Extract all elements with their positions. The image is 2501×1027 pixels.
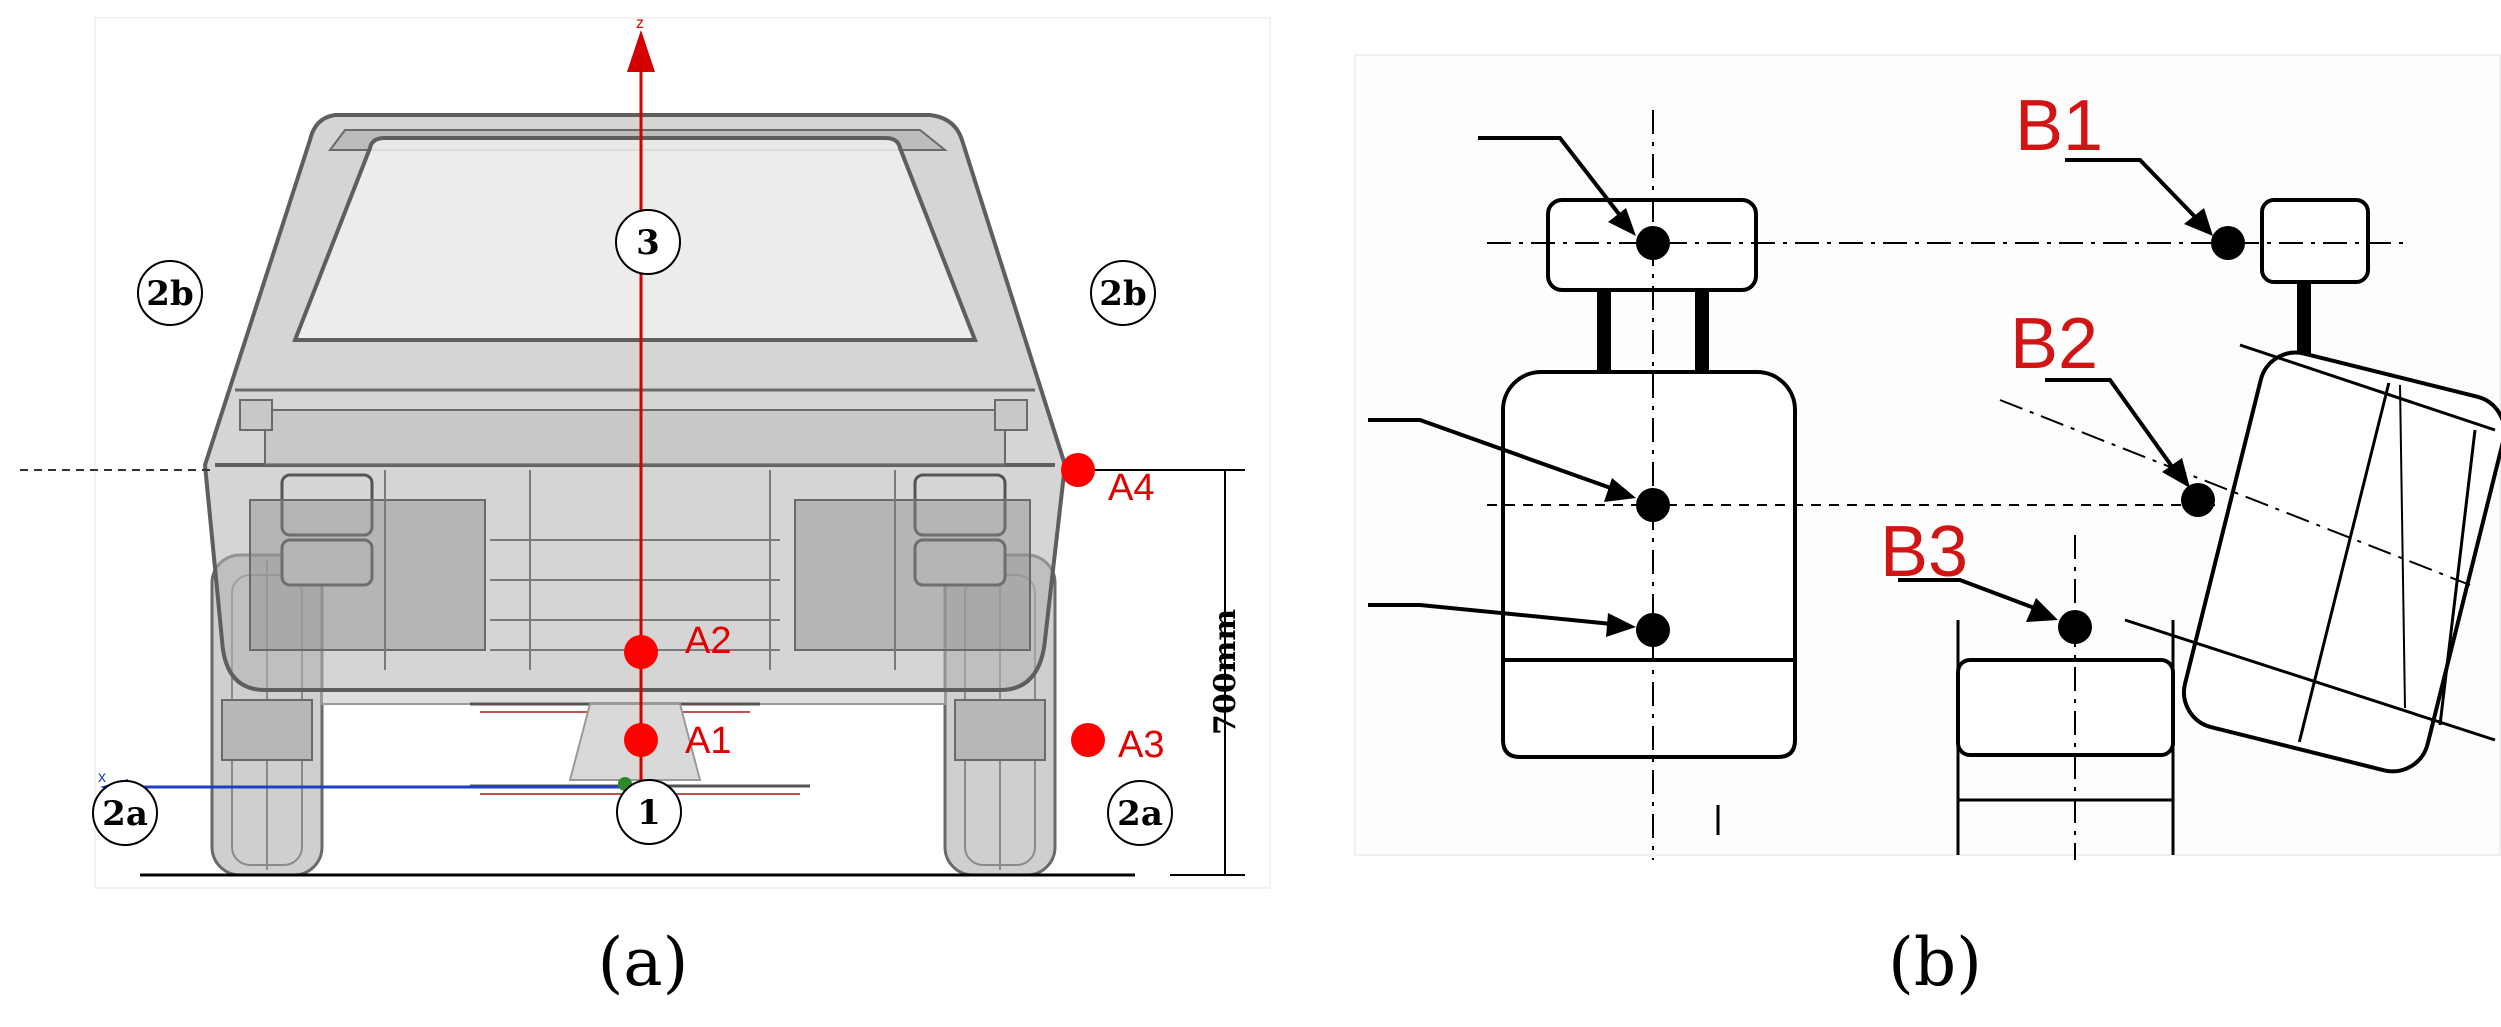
marker-2b-right: 2b	[1090, 260, 1156, 326]
upright-body	[1501, 110, 1797, 860]
svg-text:A3: A3	[1118, 724, 1164, 766]
panel-a-caption: (a)	[598, 924, 689, 1001]
marker-2b-left: 2b	[137, 260, 203, 326]
dot-b1	[2211, 226, 2245, 260]
svg-text:A4: A4	[1108, 467, 1154, 509]
label-b1: B1	[2015, 86, 2103, 166]
svg-text:2a: 2a	[1117, 794, 1163, 834]
tilted-seat	[1956, 658, 2175, 757]
arrowhead-1	[1608, 208, 1636, 236]
svg-text:2a: 2a	[102, 794, 148, 834]
marker-1: 1	[616, 779, 682, 845]
marker-3: 3	[615, 209, 681, 275]
dot-upright-head	[1636, 226, 1670, 260]
dot-upright-seat	[1636, 613, 1670, 647]
dimension-700mm: 700mm	[1065, 469, 1245, 876]
arrowhead-b1	[2184, 208, 2213, 236]
svg-text:2b: 2b	[1099, 274, 1146, 314]
point-a1: A1	[624, 720, 731, 762]
panel-a: 700mm z x 1 2a 2a 2b	[20, 15, 1271, 1001]
car-body	[202, 113, 1068, 692]
right-tail-light	[913, 473, 1007, 537]
z-axis-label: z	[636, 15, 644, 32]
dot-b3	[2058, 610, 2092, 644]
marker-2a-left: 2a	[92, 780, 158, 846]
right-leader-arrows	[1898, 158, 2202, 614]
svg-text:A1: A1	[685, 720, 731, 762]
z-axis: z	[627, 15, 655, 795]
left-leader-arrows	[1368, 136, 1624, 627]
arrowhead-2	[1604, 478, 1636, 502]
label-b3: B3	[1880, 512, 1968, 592]
svg-text:2b: 2b	[146, 274, 193, 314]
dot-upright-torso	[1636, 488, 1670, 522]
arrowhead-3	[1606, 613, 1636, 637]
svg-text:A2: A2	[685, 620, 731, 662]
point-a4: A4	[1061, 453, 1154, 509]
arrowhead-b2	[2162, 458, 2190, 488]
upright-seat	[1501, 658, 1797, 759]
svg-text:3: 3	[636, 223, 660, 263]
point-a2: A2	[624, 620, 731, 669]
point-a3: A3	[1071, 723, 1164, 766]
tilted-head	[2260, 198, 2370, 284]
panel-b-caption: (b)	[1888, 924, 1982, 1001]
dot-b2	[2181, 483, 2215, 517]
arrowhead-b3	[2026, 598, 2058, 622]
marker-2a-right: 2a	[1107, 780, 1173, 846]
label-b2: B2	[2010, 304, 2098, 384]
panel-b: B1 B2 B3 (b)	[1354, 54, 2501, 1001]
dimension-label: 700mm	[1208, 609, 1243, 735]
svg-text:1: 1	[637, 793, 661, 833]
tilted-body	[1956, 198, 2501, 860]
x-axis-label: x	[98, 769, 106, 786]
left-tail-light	[280, 473, 374, 537]
z-axis-arrowhead	[627, 30, 655, 72]
